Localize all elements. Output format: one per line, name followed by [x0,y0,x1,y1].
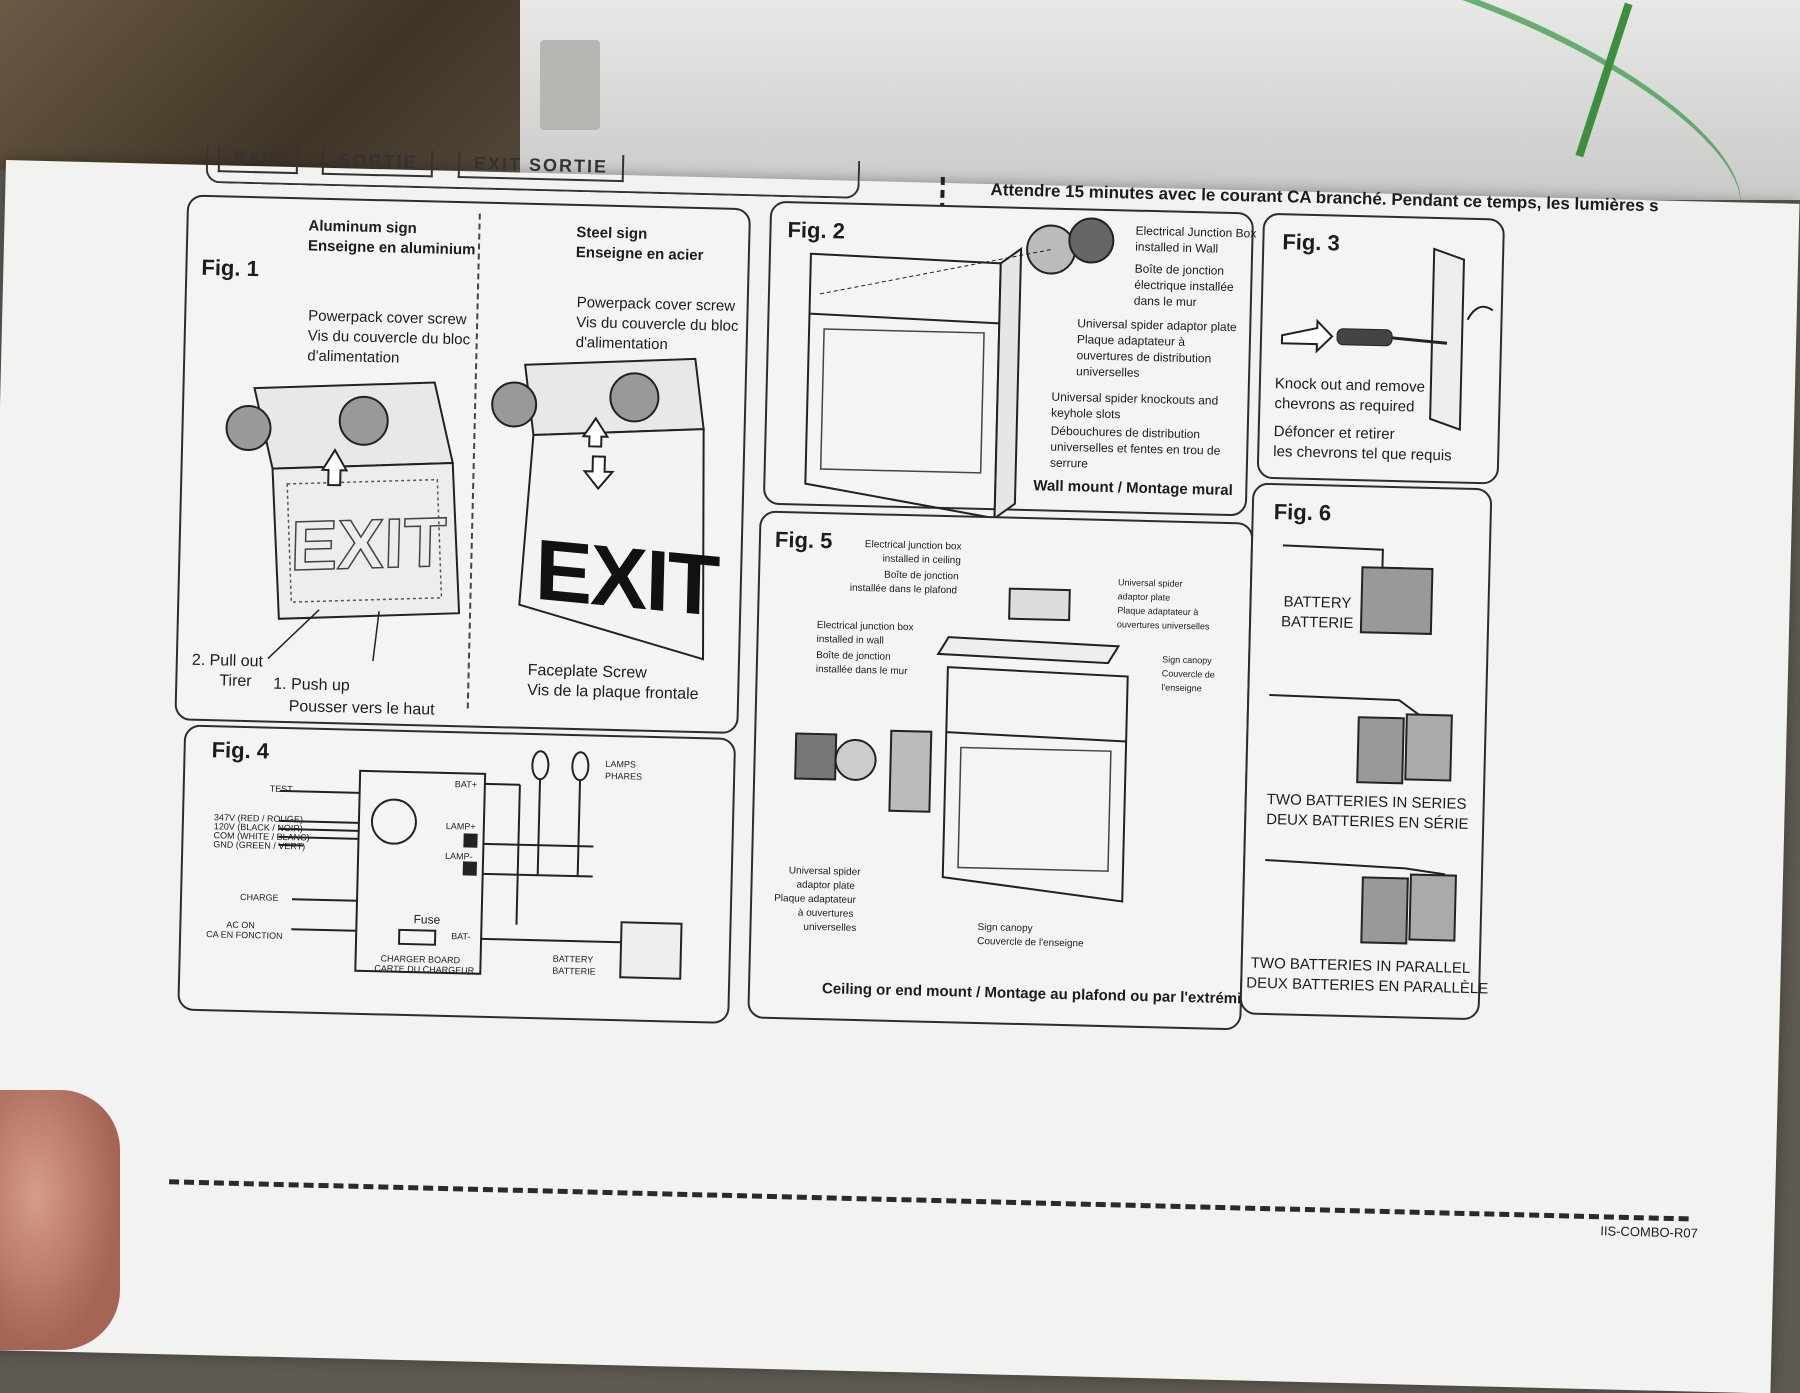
steel-sign-exit: EXIT [533,521,720,635]
pull-out-en: 2. Pull out [191,651,264,671]
fig2-knockouts-5: serrure [1049,455,1089,471]
fig4-fuse: Fuse [413,912,441,927]
fig2-spider-4: universelles [1075,364,1140,380]
fig6-panel: Fig. 6 BATTERY BATTERIE TWO BATTERIES IN… [1239,482,1493,1021]
wall-mount-drawing [804,217,1115,521]
fig5-wall-1: Electrical junction box [816,619,914,634]
fig3-text-3: Défoncer et retirer [1273,423,1395,444]
pull-out-fr: Tirer [219,672,252,691]
fig5-wall-4: installée dans le mur [815,663,908,678]
fig4-acon-2: CA EN FONCTION [206,929,283,941]
fig5-spider-bottom-1: Universal spider [788,865,861,879]
fig4-test: TEST [269,783,293,795]
fig5-wall-2: installed in wall [816,633,884,647]
fig2-junction-4: électrique installée [1134,277,1234,295]
fig4-lamp-minus: LAMP- [445,850,473,862]
fig5-canopy-right-1: Sign canopy [1162,654,1212,666]
wiring-diagram [278,750,683,980]
fig5-wall-3: Boîte de jonction [816,649,891,663]
fig1-label: Fig. 1 [201,254,260,282]
fig2-junction-5: dans le mur [1133,293,1197,310]
fig2-junction-1: Electrical Junction Box [1135,223,1257,241]
steel-title-fr: Enseigne en acier [575,243,704,265]
fig2-panel: Fig. 2 Electrical Junction Box installed… [762,200,1257,521]
fig4-lamps-2: PHARES [605,770,643,782]
fig5-panel: Fig. 5 Electrical junction box installed… [747,510,1255,1031]
fig4-lamp-plus: LAMP+ [445,820,476,832]
fig4-board-2: CARTE DU CHARGEUR [374,963,475,976]
thumb [0,1090,120,1350]
fig3-text-1: Knock out and remove [1274,375,1426,396]
fixture-slot [540,40,600,130]
powerpack-right-2: Vis du couvercle du bloc [575,313,739,335]
fig5-spider-bottom-3: Plaque adaptateur [774,892,857,906]
ceiling-mount-drawing [794,587,1129,903]
push-up-en: 1. Push up [273,675,350,695]
fig1-divider [466,213,481,709]
fig4-panel: Fig. 4 TEST 347V (RED / ROUG [177,724,737,1024]
fig5-canopy-right-2: Couvercle de [1161,668,1215,680]
background-fixture [520,0,1800,311]
fig5-ceiling-1: Electrical junction box [864,539,962,553]
fig5-spider-top-1: Universal spider [1117,577,1183,589]
fig2-knockouts-2: keyhole slots [1050,405,1121,422]
faceplate-fr: Vis de la plaque frontale [526,681,699,704]
fig5-caption: Ceiling or end mount / Montage au plafon… [821,980,1255,1008]
fig5-canopy-bottom-2: Couvercle de l'enseigne [977,935,1084,950]
fig2-junction-2: installed in Wall [1135,239,1219,256]
fig5-canopy-right-3: l'enseigne [1161,682,1202,694]
background-wood [0,0,560,170]
screwdriver-drawing [1280,247,1494,432]
powerpack-left-2: Vis du couvercle du bloc [307,327,471,349]
instruction-sheet: EXIT SORTIE EXIT SORTIE Attendre 15 minu… [0,144,1800,1393]
steel-sign-drawing [491,357,705,661]
fig5-spider-bottom-4: à ouvertures [797,907,854,920]
fig4-wire-4: GND (GREEN / VERT) [213,839,306,852]
fig3-panel: Fig. 3 Knock out and remove chevrons as … [1256,212,1506,485]
fig6-label: Fig. 6 [1273,499,1332,526]
aluminum-title-fr: Enseigne en aluminium [307,237,476,259]
fig2-spider-2: Plaque adaptateur à [1076,332,1186,349]
fig5-spider-top-2: adaptor plate [1117,591,1171,603]
fig4-bat-plus: BAT+ [454,779,478,790]
fig4-charge: CHARGE [239,891,279,903]
fig5-ceiling-2: installed in ceiling [882,553,962,567]
tab-sortie: SORTIE [322,147,434,178]
fig5-spider-bottom-2: adaptor plate [796,879,856,892]
fig3-text-2: chevrons as required [1274,395,1415,416]
tab-exit-sortie: EXIT SORTIE [457,151,625,183]
fig5-ceiling-3: Boîte de jonction [883,569,959,583]
fig4-battery-1: BATTERY [552,953,594,965]
steel-title-en: Steel sign [576,223,648,243]
powerpack-left-1: Powerpack cover screw [308,307,467,329]
fig5-spider-top-3: Plaque adaptateur à [1117,605,1199,618]
powerpack-right-1: Powerpack cover screw [576,293,736,315]
fig3-text-4: les chevrons tel que requis [1273,443,1452,465]
aluminum-sign-exit: EXIT [289,502,448,586]
fig1-panel: Fig. 1 Aluminum sign Enseigne en alumini… [174,194,752,735]
fig4-bat-minus: BAT- [451,931,471,942]
footer-dashed-line [169,1179,1689,1222]
fig6-single-1: BATTERY [1283,593,1352,612]
battery-diagrams [1265,544,1457,945]
tab-exit: EXIT [217,145,299,175]
push-up-fr: Pousser vers le haut [288,698,435,719]
fig4-lamps-1: LAMPS [605,758,637,770]
fig5-spider-bottom-5: universelles [803,921,857,935]
fig5-canopy-bottom-1: Sign canopy [977,921,1033,935]
fig2-junction-3: Boîte de jonction [1134,261,1225,278]
fig4-battery-2: BATTERIE [552,965,596,977]
aluminum-sign-drawing [225,381,461,662]
fig5-ceiling-4: installée dans le plafond [849,582,958,597]
fig5-spider-top-4: ouvertures universelles [1116,619,1210,632]
aluminum-title-en: Aluminum sign [308,217,417,238]
document-code: IIS-COMBO-R07 [1600,1223,1698,1241]
fig6-single-2: BATTERIE [1280,613,1354,633]
